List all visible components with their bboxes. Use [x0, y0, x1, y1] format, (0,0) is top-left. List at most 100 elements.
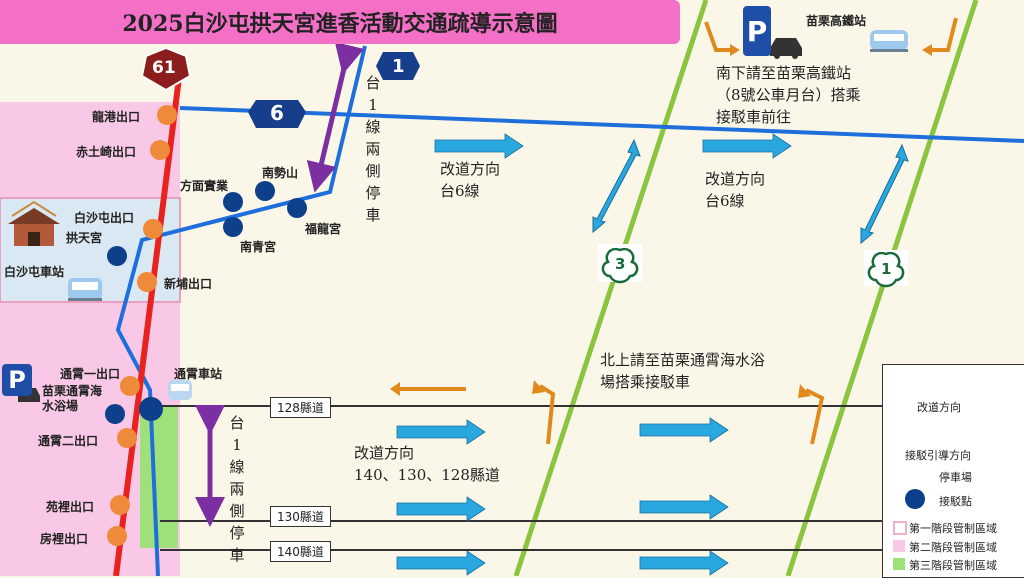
shield-6 [248, 100, 306, 128]
exit-dot-longgang [157, 105, 177, 125]
legend-parking-label: 停車場 [939, 471, 972, 484]
shield-prov1 [864, 250, 908, 288]
detour-note-3-line1: 改道方向 [354, 444, 415, 462]
place-gongtian-temple: 拱天宮 [66, 231, 103, 245]
exit-label-xinpu: 新埔出口 [164, 277, 213, 291]
shuttle-arrowhead-hsr-right [922, 44, 932, 56]
legend-shuttle-point-dot [905, 489, 925, 509]
shield-1-freeway [376, 52, 420, 80]
shuttle-point-tongxiao-beach [105, 404, 125, 424]
temple-icon [8, 200, 60, 246]
detour-arrow-1 [434, 133, 524, 159]
north-note-line1: 北上請至苗栗通霄海水浴 [600, 351, 766, 369]
detour-note-1-line2: 台6線 [440, 182, 480, 200]
exit-label-chitukai: 赤土崎出口 [76, 145, 137, 159]
shield-61 [140, 46, 192, 92]
shuttle-point-tongxiao-station [139, 397, 163, 421]
bidirectional-arrows [592, 138, 909, 245]
legend: 改道方向 接駁引導方向 停車場 接駁點 第一階段管制區域 第二階段管制區域 第三… [882, 364, 1024, 578]
exit-label-tongxiao2: 通霄二出口 [38, 434, 99, 448]
shuttle-point-baishatun-station [107, 246, 127, 266]
freeway-6 [179, 106, 1024, 143]
detour-note-3-line2: 140、130、128縣道 [354, 466, 500, 484]
detour-arrow-8 [639, 550, 729, 576]
shuttle-point-nanshi [255, 181, 275, 201]
car-icon-hsr [770, 38, 802, 59]
shuttle-arrowhead-2 [532, 380, 545, 394]
legend-zone3-swatch [893, 558, 905, 570]
shuttle-point-fangmian [223, 192, 243, 212]
exit-label-fangli: 房裡出口 [40, 532, 89, 546]
exit-label-yuanli: 苑裡出口 [46, 500, 95, 514]
note-roadside-parking-bottom: 台1線兩側停車 [229, 414, 245, 564]
detour-arrows [396, 133, 954, 576]
county-road-box-128: 128縣道 [270, 397, 331, 418]
detour-arrow-5 [396, 496, 486, 522]
exit-dot-tongxiao2 [117, 428, 137, 448]
legend-zone3-label: 第三階段管制區域 [909, 559, 997, 572]
place-nanqing: 南青宮 [240, 240, 277, 254]
legend-zone1-label: 第一階段管制區域 [909, 522, 997, 535]
detour-arrow-7 [396, 550, 486, 576]
zone3-area [140, 406, 178, 548]
train-icon-hsr [870, 30, 908, 52]
legend-zone1-swatch [893, 521, 907, 535]
exit-dot-tongxiao1 [120, 376, 140, 396]
exit-dot-fangli [107, 526, 127, 546]
shield-freeway-1-label: 1 [392, 56, 405, 77]
provincial-road-1 [785, 0, 979, 576]
note-roadside-parking-top: 台1線兩側停車 [365, 74, 381, 224]
map-title: 2025白沙屯拱天宮進香活動交通疏導示意圖 [0, 0, 680, 44]
provincial-road-3 [513, 0, 709, 576]
train-icon-baishatun [68, 278, 102, 301]
place-baishatun-station: 白沙屯車站 [4, 265, 65, 279]
two-way-arrow-prov1 [860, 143, 909, 245]
exit-label-baishatun: 白沙屯出口 [74, 211, 135, 225]
place-miaoli-hsr: 苗栗高鐵站 [806, 14, 867, 28]
county-road-box-130: 130縣道 [270, 506, 331, 527]
exit-dot-baishatun [143, 219, 163, 239]
legend-zone2-label: 第二階段管制區域 [909, 541, 997, 554]
south-note-line1: 南下請至苗栗高鐵站 [716, 64, 852, 82]
shuttle-point-nanqing [223, 217, 243, 237]
roadside-parking-arrow-top [306, 41, 365, 193]
shuttle-points [105, 181, 307, 424]
shuttle-arrowhead-3 [798, 384, 811, 398]
shield-prov3-label: 3 [615, 255, 626, 273]
shuttle-point-fulong [287, 198, 307, 218]
exit-dot-chitukai [150, 140, 170, 160]
north-note-line2: 場搭乘接駁車 [600, 373, 691, 391]
place-tongxiao-station: 通霄車站 [174, 367, 223, 381]
detour-arrow-3 [396, 419, 486, 445]
place-nanshi: 南勢山 [262, 166, 299, 180]
south-note-line2: （8號公車月台）搭乘 [716, 86, 861, 104]
detour-note-1-line1: 改道方向 [440, 160, 501, 178]
train-icon-tongxiao [168, 380, 192, 400]
detour-arrow-6 [639, 494, 729, 520]
shield-prov3 [598, 244, 642, 284]
shield-61-label: 61 [152, 58, 176, 78]
expressway-61 [113, 69, 183, 576]
south-note-line3: 接駁車前往 [716, 108, 792, 126]
detour-arrow-4 [639, 417, 729, 443]
exit-label-tongxiao1: 通霄一出口 [60, 367, 121, 381]
county-road-box-140: 140縣道 [270, 541, 331, 562]
place-fangmian: 方面實業 [180, 179, 229, 193]
shuttle-arrow-hsr-left [704, 21, 730, 52]
parking-icon-beach: P [2, 364, 32, 396]
shuttle-arrowhead-north-1 [390, 382, 400, 396]
exit-dot-yuanli [110, 495, 130, 515]
detour-note-2-line1: 改道方向 [705, 170, 766, 188]
legend-shuttle-guide-label: 接駁引導方向 [905, 449, 971, 462]
legend-zone2-swatch [893, 540, 905, 552]
shuttle-arrow-hsr-right [932, 17, 958, 52]
place-fulong: 福龍宮 [305, 222, 342, 236]
shuttle-arrow-north-3 [805, 388, 825, 445]
shuttle-arrow-north-2 [538, 384, 556, 445]
detour-note-2-line2: 台6線 [705, 192, 745, 210]
legend-shuttle-point-label: 接駁點 [939, 495, 972, 508]
parking-icon-hsr: P [743, 6, 771, 56]
detour-arrow-2 [702, 133, 792, 159]
exit-label-longgang: 龍港出口 [92, 110, 141, 124]
